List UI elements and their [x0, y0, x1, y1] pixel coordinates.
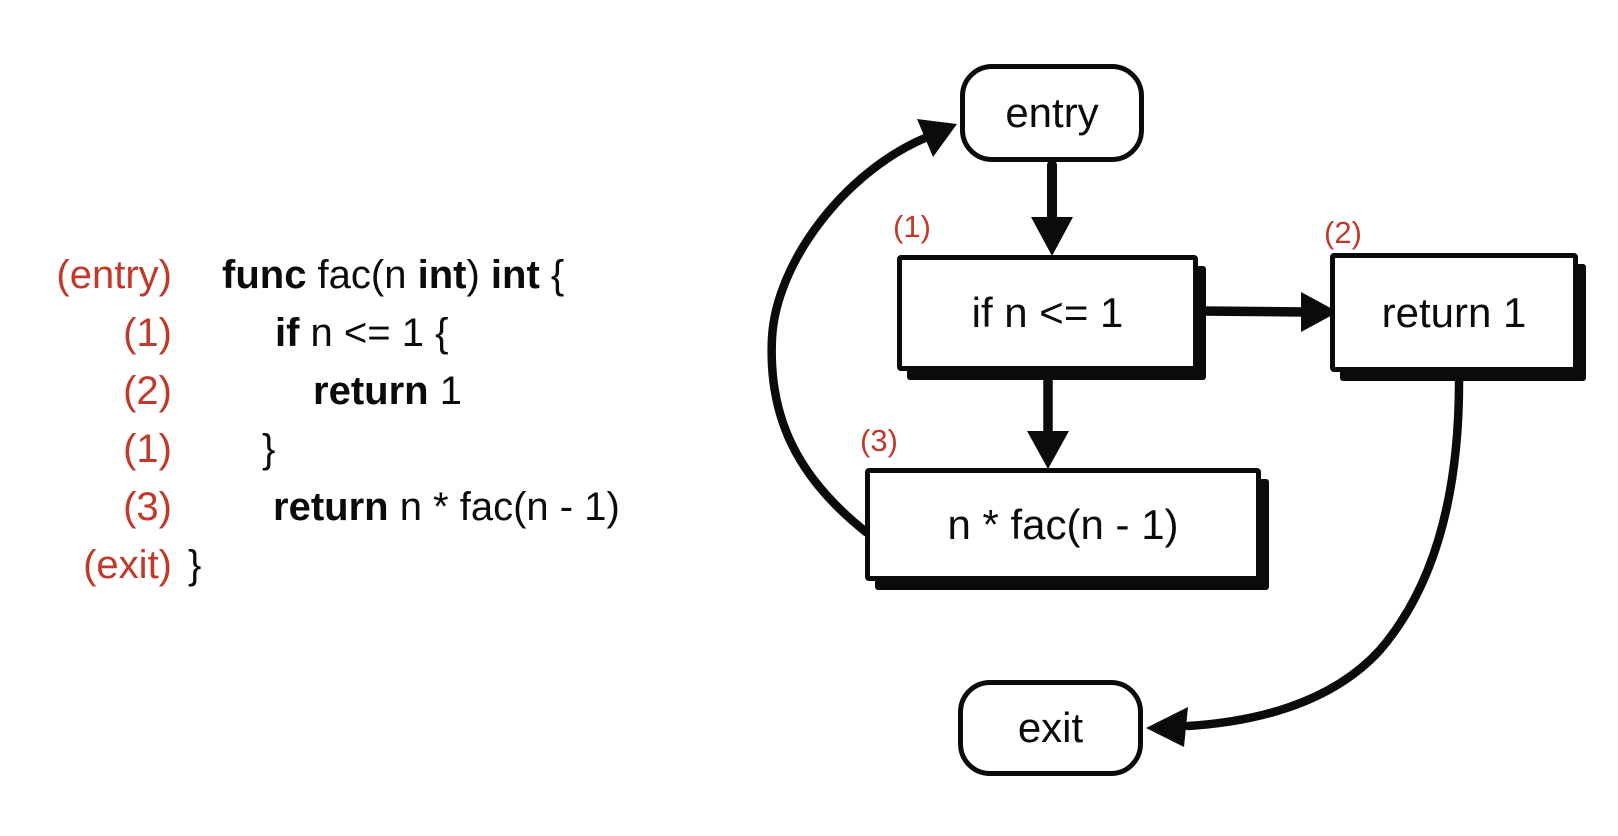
edge-entry-to-cond-arrowhead: [1031, 217, 1073, 256]
code-keyword: return: [273, 485, 389, 529]
cfg-node-entry: entry: [960, 64, 1144, 162]
code-line-label: (3): [123, 485, 172, 529]
block-tag-1: (1): [893, 209, 931, 244]
code-keyword: return: [313, 369, 429, 413]
code-keyword: int: [417, 253, 467, 297]
code-line-label: (1): [123, 311, 172, 355]
edge-return1-to-exit: [1183, 369, 1464, 731]
code-line: (entry) func fac(n int) int {: [22, 246, 620, 304]
code-line: (2) return 1: [22, 362, 620, 420]
edge-cond-to-return1-arrowhead: [1301, 292, 1338, 332]
code-keyword: if: [275, 311, 300, 355]
code-line-label: (1): [123, 427, 172, 471]
code-line: (exit)}: [22, 536, 620, 594]
code-text: }: [262, 427, 276, 471]
code-line-source: return 1: [313, 362, 462, 420]
code-line-source: if n <= 1 {: [275, 304, 448, 362]
code-line-source: func fac(n int) int {: [222, 246, 564, 304]
code-text: {: [539, 253, 565, 297]
cfg-node-return1-label: return 1: [1381, 288, 1527, 336]
code-line: (1)}: [22, 420, 620, 478]
source-code-panel: (entry) func fac(n int) int { (1) if n <= 1…: [22, 246, 620, 594]
cfg-node-condition-label: if n <= 1: [971, 289, 1124, 336]
code-text: n * fac(n - 1): [388, 485, 620, 529]
block-tag-3: (3): [860, 423, 898, 458]
edge-cond-to-return1: [1196, 306, 1310, 317]
edge-recurse-to-entry: [767, 133, 930, 537]
code-line: (1) if n <= 1 {: [22, 304, 620, 362]
cfg-node-recurse: n * fac(n - 1): [865, 468, 1261, 581]
edge-cond-to-recurse-arrowhead: [1027, 431, 1069, 469]
edge-return1-to-exit-arrowhead: [1146, 707, 1188, 747]
code-line: (3) return n * fac(n - 1): [22, 478, 620, 536]
code-text: n <= 1 {: [299, 311, 449, 355]
code-line-label: (entry): [56, 253, 172, 297]
cfg-node-exit-label: exit: [1017, 704, 1084, 751]
code-line-source: }: [262, 420, 275, 478]
cfg-node-exit: exit: [958, 680, 1143, 776]
cfg-node-condition: if n <= 1: [897, 255, 1198, 371]
cfg-node-return1: return 1: [1330, 253, 1578, 372]
code-keyword: int: [490, 253, 540, 297]
code-line-label: (2): [123, 369, 172, 413]
code-keyword: func: [222, 253, 307, 297]
code-text: }: [188, 543, 202, 587]
cfg-node-entry-label: entry: [1005, 89, 1099, 136]
code-line-label: (exit): [83, 543, 172, 587]
cfg-node-recurse-label: n * fac(n - 1): [947, 500, 1179, 548]
edge-recurse-to-entry-arrowhead: [917, 119, 957, 157]
code-line-source: return n * fac(n - 1): [273, 478, 620, 536]
code-text: 1: [428, 369, 462, 413]
code-line-source: }: [188, 536, 201, 594]
code-text: fac(n: [306, 253, 418, 297]
block-tag-2: (2): [1324, 215, 1362, 250]
code-text: ): [466, 253, 491, 297]
